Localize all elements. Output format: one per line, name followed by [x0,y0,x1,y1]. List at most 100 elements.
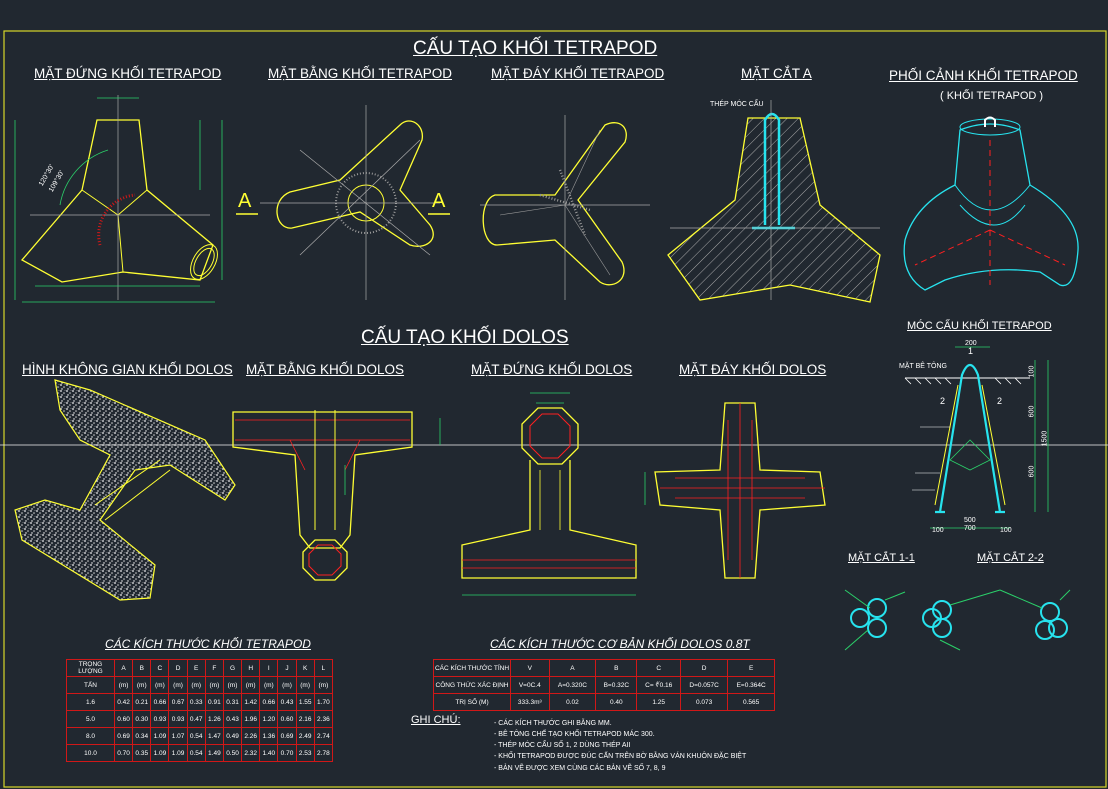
table-cell: (m) [168,676,188,694]
table-cell: 2.36 [313,710,334,728]
table-header-row: TRỌNG LƯỢNG A B C D E F G H I J K L [66,659,334,677]
table-cell: 0.43 [222,710,243,728]
table-header-cell: E [727,659,775,677]
table-cell: 2.78 [313,744,334,762]
table-header-cell: V [510,659,550,677]
table-header-cell: CÁC KÍCH THƯỚC TÍNH [433,659,511,677]
table-cell: 0.60 [113,710,134,728]
table-cell: 1.09 [168,744,188,762]
table-cell: 1.25 [636,693,681,711]
table-cell: C= ∜0.16 [636,676,681,694]
table-cell: A=0.320C [548,676,597,694]
dolos-table-title: CÁC KÍCH THƯỚC CƠ BẢN KHỐI DOLOS 0.8T [490,637,750,651]
table-header-cell: B [132,659,152,677]
dolos-elevation-drawing [461,392,637,596]
dim-600-b: 600 [1028,465,1036,478]
table-header-cell: K [295,659,315,677]
table-cell: 0.69 [277,727,297,745]
table-cell: 8.0 [66,727,115,745]
section-mark-right: A [432,190,446,212]
table-header-cell: E [186,659,206,677]
dim-100-c: 100 [1028,365,1036,378]
tetrapod-elevation-drawing [14,95,223,303]
table-header-cell: A [548,659,597,677]
table-header-cell: I [259,659,279,677]
note-item: - KHỐI TETRAPOD ĐƯỢC ĐÚC CẤN TRÊN BỜ BẰN… [494,753,747,760]
table-cell: 0.34 [132,727,152,745]
table-cell: TRỊ SỐ (M) [433,693,511,711]
note-item: - BÊ TÔNG CHẾ TẠO KHỐI TETRAPOD MÁC 300. [494,731,655,738]
section-a-drawing [667,100,881,303]
table-cell: D=0.057C [679,676,729,694]
table-cell: 0.35 [132,744,152,762]
dim-200: 200 [965,340,977,347]
table-cell: 1.70 [313,693,334,711]
tetrapod-bottom-drawing [480,115,650,300]
section-11-title: MẶT CẮT 1-1 [848,552,915,564]
table-cell: 333.3m³ [510,693,550,711]
table-header-row: CÁC KÍCH THƯỚC TÍNH V A B C D E [433,659,775,677]
tp-perspective-subtitle: ( KHỐI TETRAPOD ) [940,90,1044,102]
table-cell: 5.0 [66,710,115,728]
table-header-cell: F [204,659,224,677]
table-cell: 1.40 [259,744,279,762]
table-cell: 0.42 [113,693,134,711]
table-units-row: TẤN (m) (m) (m) (m) (m) (m) (m) (m) (m) … [66,676,334,694]
dim-700: 700 [964,525,976,532]
mark-2-right: 2 [997,396,1003,406]
table-header-cell: G [222,659,243,677]
dim-1500: 1500 [1041,430,1049,447]
dolos-plan-drawing [232,410,441,581]
table-cell: 2.49 [295,727,315,745]
dl-bottom-title: MẶT ĐÁY KHỐI DOLOS [679,362,827,377]
table-cell: (m) [150,676,170,694]
table-cell: 0.40 [595,693,638,711]
table-cell: 0.66 [259,693,279,711]
tetrapod-main-title: CẤU TẠO KHỐI TETRAPOD [413,38,658,59]
sheet-frame [3,30,1107,788]
table-row: TRỊ SỐ (M) 333.3m³ 0.02 0.40 1.25 0.073 … [433,693,775,711]
table-cell: 2.53 [295,744,315,762]
table-row: 1.6 0.42 0.21 0.66 0.67 0.33 0.91 0.31 1… [66,693,334,711]
table-cell: 1.20 [259,710,279,728]
table-cell: 1.07 [168,727,188,745]
tp-section-a-title: MẶT CẮT A [741,66,812,81]
dolos-dimensions-table: CÁC KÍCH THƯỚC TÍNH V A B C D E CÔNG THỨ… [433,659,775,711]
table-row: 5.0 0.60 0.30 0.93 0.93 0.47 1.26 0.43 1… [66,710,334,728]
table-header-cell: B [595,659,638,677]
table-cell: 0.70 [113,744,134,762]
table-cell: 0.073 [679,693,729,711]
dim-600-a: 600 [1028,405,1036,418]
dolos-bottom-drawing [644,402,826,579]
lifting-hook-drawing [904,346,1049,529]
table-cell: 0.565 [727,693,775,711]
tp-perspective-title: PHỐI CẢNH KHỐI TETRAPOD [889,68,1078,83]
section-mark-left: A [238,190,252,212]
note-item: - THÉP MÓC CẨU SỐ 1, 2 DÙNG THÉP AII [494,742,631,749]
table-cell: B=0.32C [595,676,638,694]
tp-lifting-title: MÓC CẨU KHỐI TETRAPOD [907,320,1052,332]
table-cell: 1.36 [259,727,279,745]
table-cell: 0.93 [150,710,170,728]
table-cell: 2.32 [241,744,261,762]
table-cell: 0.02 [548,693,597,711]
table-cell: (m) [222,676,243,694]
mark-2-left: 2 [940,396,946,406]
tetrapod-dimensions-table: TRỌNG LƯỢNG A B C D E F G H I J K L TẤN … [66,659,334,762]
table-cell: 0.30 [132,710,152,728]
dl-plan-title: MẶT BẰNG KHỐI DOLOS [246,362,405,377]
table-cell: 0.21 [132,693,152,711]
table-cell: 0.69 [113,727,134,745]
notes-heading: GHI CHÚ: [411,714,461,726]
table-cell: (m) [204,676,224,694]
table-cell: 2.16 [295,710,315,728]
table-header-cell: D [168,659,188,677]
note-item: - CÁC KÍCH THƯỚC GHI BẰNG MM. [494,720,612,727]
table-cell: (m) [259,676,279,694]
table-cell: 0.49 [222,727,243,745]
table-cell: 0.33 [186,693,206,711]
table-cell: (m) [313,676,334,694]
tp-elevation-title: MẶT ĐỨNG KHỐI TETRAPOD [34,66,222,81]
